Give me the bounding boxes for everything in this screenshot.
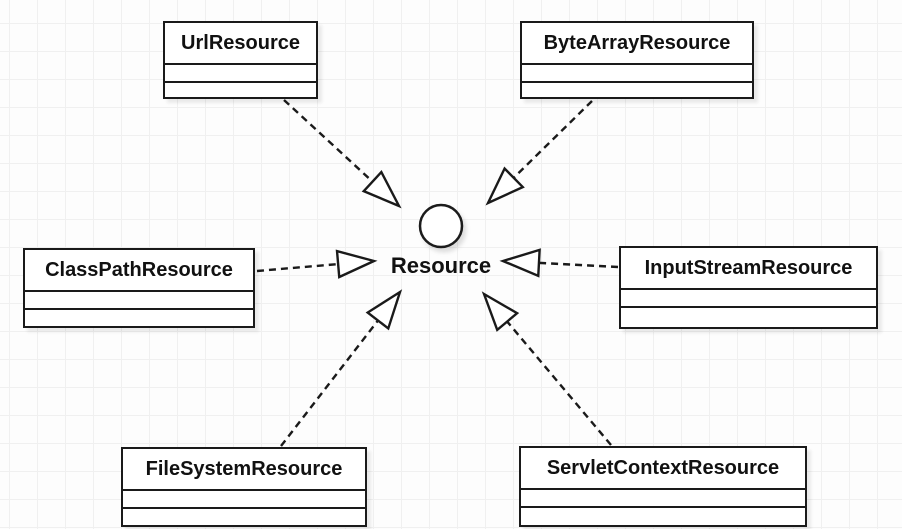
class-box-file-system-resource: FileSystemResource [121,447,367,527]
realization-edge-input-stream-resource [538,261,619,269]
hollow-triangle-arrowhead-byte-array-resource [485,166,525,206]
realization-edge-servlet-context-resource [506,320,612,446]
attributes-compartment [25,292,253,310]
class-box-url-resource: UrlResource [163,21,318,99]
attributes-compartment [521,490,805,508]
class-name-servlet-context-resource: ServletContextResource [521,448,805,490]
interface-label: Resource [390,253,492,278]
hollow-triangle-arrowhead-file-system-resource [365,289,403,331]
class-name-byte-array-resource: ByteArrayResource [522,23,752,65]
class-name-class-path-resource: ClassPathResource [25,250,253,292]
methods-compartment [123,509,365,525]
class-name-input-stream-resource: InputStreamResource [621,248,876,290]
interface-lollipop-circle [418,203,464,249]
realization-edge-file-system-resource [280,319,379,447]
hollow-triangle-arrowhead-servlet-context-resource [481,291,520,332]
realization-edge-byte-array-resource [512,100,593,179]
class-box-servlet-context-resource: ServletContextResource [519,446,807,527]
attributes-compartment [165,65,316,83]
methods-compartment [621,308,876,327]
hollow-triangle-arrowhead-url-resource [361,169,402,209]
class-box-byte-array-resource: ByteArrayResource [520,21,754,99]
class-box-input-stream-resource: InputStreamResource [619,246,878,329]
class-name-file-system-resource: FileSystemResource [123,449,365,491]
methods-compartment [25,310,253,326]
class-name-url-resource: UrlResource [165,23,316,65]
hollow-triangle-arrowhead-input-stream-resource [499,248,541,278]
attributes-compartment [522,65,752,83]
attributes-compartment [123,491,365,509]
realization-edge-url-resource [283,99,374,183]
attributes-compartment [621,290,876,308]
methods-compartment [521,508,805,525]
realization-edges-group [256,99,619,447]
methods-compartment [522,83,752,97]
realization-edge-class-path-resource [256,262,339,273]
class-box-class-path-resource: ClassPathResource [23,248,255,328]
methods-compartment [165,83,316,97]
hollow-triangle-arrowhead-class-path-resource [335,249,378,279]
